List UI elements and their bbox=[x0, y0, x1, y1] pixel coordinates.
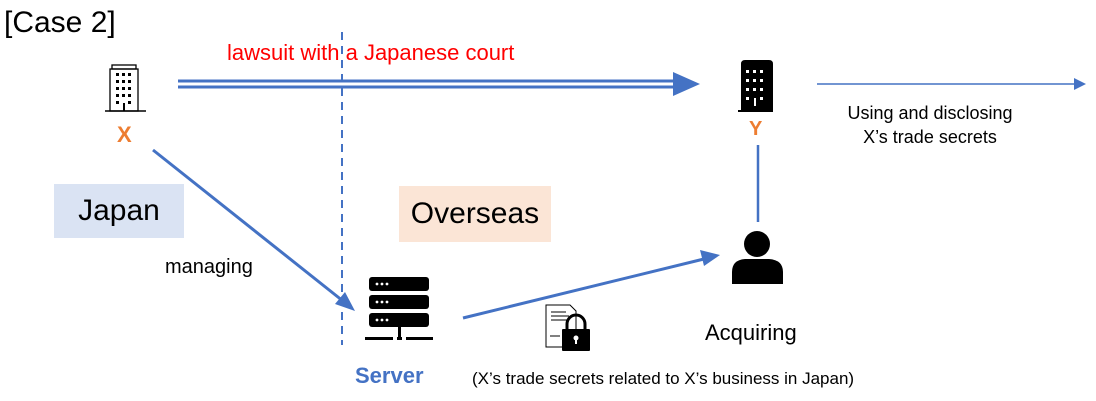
acquiring-label: Acquiring bbox=[705, 320, 797, 345]
server-label: Server bbox=[355, 363, 424, 388]
region-japan: Japan bbox=[54, 184, 184, 238]
lawsuit-label: lawsuit with a Japanese court bbox=[227, 40, 515, 65]
person-icon bbox=[732, 231, 783, 284]
lawsuit-arrow bbox=[178, 72, 700, 96]
party-y-label: Y bbox=[749, 118, 763, 140]
managing-label: managing bbox=[165, 256, 253, 278]
region-japan-label: Japan bbox=[78, 194, 160, 227]
locked-document-icon bbox=[545, 304, 590, 351]
using-label-line2: X’s trade secrets bbox=[863, 127, 997, 147]
office-building-filled-icon bbox=[738, 60, 773, 112]
server-icon bbox=[365, 277, 433, 340]
using-disclosing-label: Using and disclosing X’s trade secrets bbox=[815, 101, 1045, 149]
case-title: [Case 2] bbox=[4, 6, 116, 39]
acquire-arrow bbox=[462, 250, 720, 320]
region-overseas-label: Overseas bbox=[410, 197, 540, 230]
managing-arrow bbox=[152, 148, 355, 311]
using-label-line1: Using and disclosing bbox=[847, 103, 1013, 123]
party-x-label: X bbox=[117, 122, 132, 147]
using-arrow bbox=[817, 78, 1086, 90]
office-building-outline-icon bbox=[105, 64, 146, 112]
trade-secret-caption: (X’s trade secrets related to X’s busine… bbox=[472, 369, 855, 388]
region-overseas: Overseas bbox=[399, 186, 551, 242]
